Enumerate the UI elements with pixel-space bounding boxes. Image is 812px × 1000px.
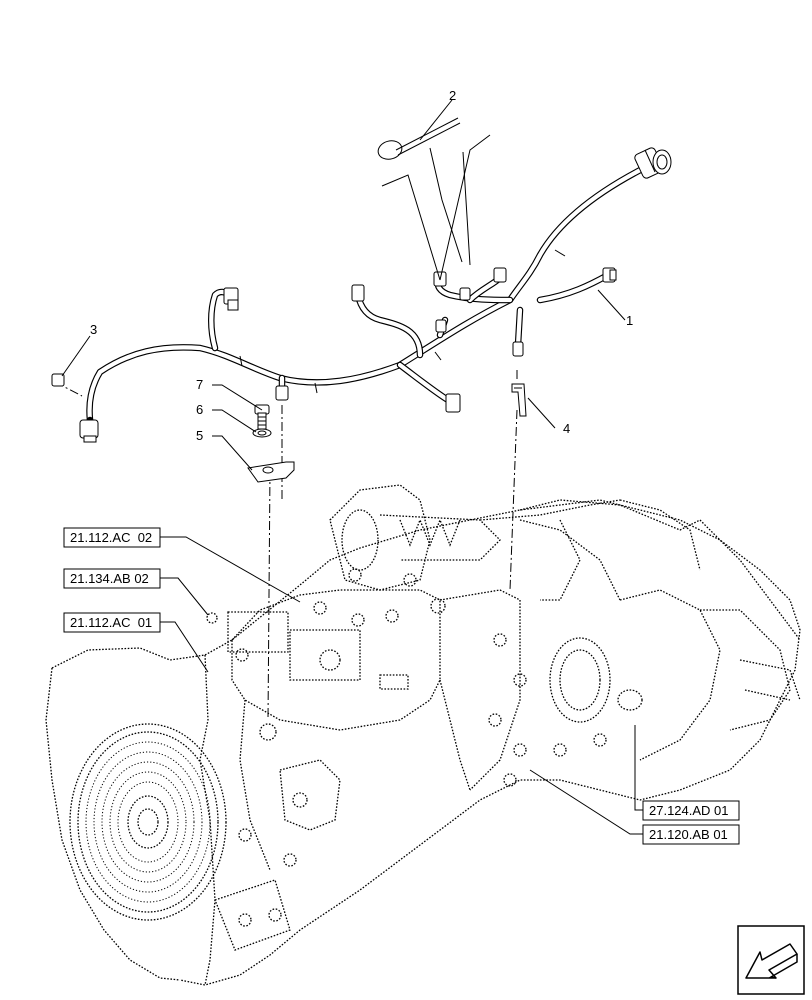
reference-label-4[interactable]: 27.124.AD 01: [642, 800, 740, 821]
callout-7: 7: [196, 377, 203, 392]
reference-label-1[interactable]: 21.112.AC 02: [63, 527, 161, 548]
installation-hint: [381, 134, 491, 281]
round-connector: [634, 147, 672, 179]
leader-lines: [61, 99, 643, 835]
callout-numbers: 1 2 3 4 5 6 7: [90, 88, 633, 443]
wire-harness: [86, 161, 654, 429]
reference-label-2[interactable]: 21.134.AB 02: [63, 568, 161, 589]
transmission-assembly: [45, 484, 801, 986]
callout-3: 3: [90, 322, 97, 337]
callout-6: 6: [196, 402, 203, 417]
reference-label-5[interactable]: 21.120.AB 01: [642, 824, 740, 845]
reference-text: 27.124.AD 01: [649, 803, 729, 818]
reference-text: 21.112.AC 01: [70, 615, 152, 630]
reference-text: 21.112.AC 02: [70, 530, 152, 545]
harness-bracket: [511, 383, 527, 417]
reference-text: 21.134.AB 02: [70, 571, 149, 586]
callout-2: 2: [449, 88, 456, 103]
cable-tie: [377, 117, 461, 160]
reference-text: 21.120.AB 01: [649, 827, 728, 842]
clip-washer-bolt: [247, 404, 295, 483]
callout-5: 5: [196, 428, 203, 443]
callout-1: 1: [626, 313, 633, 328]
callout-4: 4: [563, 421, 570, 436]
arrow-down-left-icon[interactable]: [737, 925, 805, 995]
harness-connectors: [51, 147, 672, 443]
reference-label-3[interactable]: 21.112.AC 01: [63, 612, 161, 633]
